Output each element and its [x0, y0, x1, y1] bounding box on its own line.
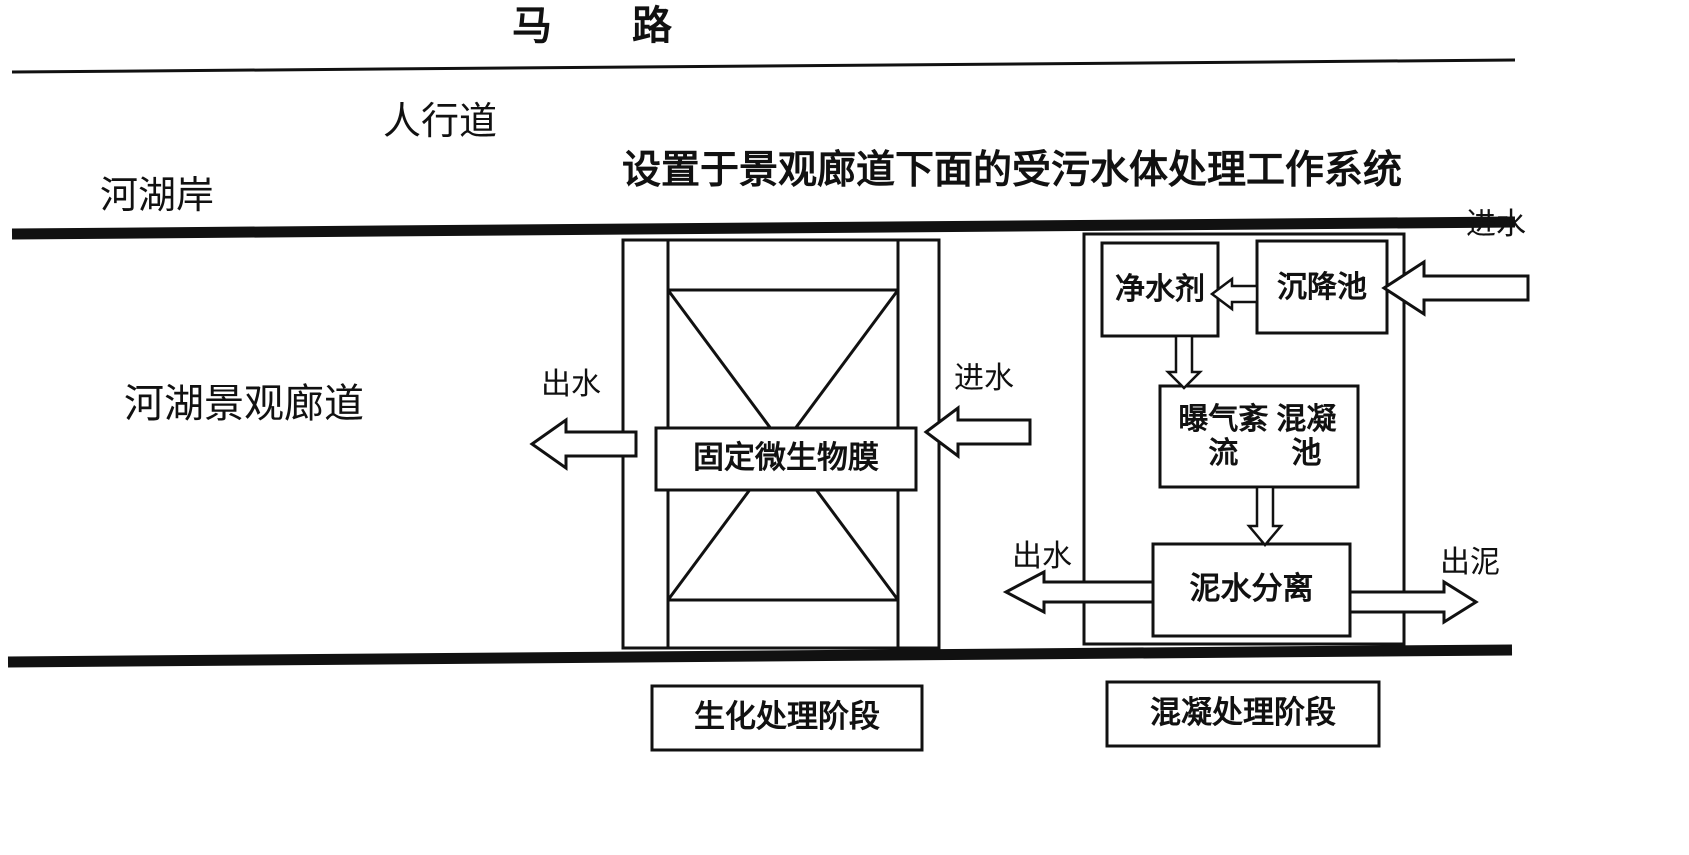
settle-to-purifier-arrow: [1209, 276, 1259, 312]
biofilm-label: 固定微生物膜: [693, 440, 879, 477]
coag-out-sludge-arrow: [1348, 579, 1479, 625]
aeration-label: 曝气紊流混凝池: [1178, 401, 1337, 471]
bio-stage-label: 生化处理阶段: [694, 699, 880, 736]
aeration-to-separation-arrow: [1246, 485, 1284, 547]
separation-box: [1151, 542, 1352, 638]
sidewalk-label: 人行道: [383, 99, 498, 143]
coag-out-water-arrow: [1002, 569, 1155, 615]
coag-stage-label: 混凝处理阶段: [1150, 695, 1336, 732]
bio-out-arrow: [529, 417, 638, 471]
purifier-label: 净水剂: [1115, 271, 1205, 307]
coag-stage-box: [1105, 680, 1381, 748]
bank-bottom-line: [7, 644, 1513, 668]
purifier-to-aeration-arrow: [1164, 334, 1204, 390]
road-line: [11, 58, 1516, 74]
biofilm-box: [654, 426, 918, 492]
bio-out-label: 出水: [541, 367, 601, 402]
separation-label: 泥水分离: [1189, 571, 1314, 608]
coag-out-sludge-label: 出泥: [1440, 545, 1500, 580]
bio-stage-box: [650, 684, 924, 752]
bio-in-label: 进水: [954, 361, 1014, 396]
corridor-label: 河湖景观廊道: [124, 381, 364, 427]
coag-in-label: 进水: [1466, 207, 1526, 242]
bank-label: 河湖岸: [100, 173, 215, 217]
settling-label: 沉降池: [1277, 269, 1367, 305]
bio-in-arrow: [923, 405, 1032, 459]
coag-in-arrow: [1381, 259, 1530, 317]
aeration-box: [1158, 384, 1360, 489]
coag-unit-frame: [1082, 232, 1406, 646]
bank-top-line: [11, 216, 1516, 240]
coag-out-water-label: 出水: [1012, 539, 1072, 574]
page-title: 设置于景观廊道下面的受污水体处理工作系统: [622, 148, 1403, 193]
road-label: 马 路: [512, 3, 672, 49]
